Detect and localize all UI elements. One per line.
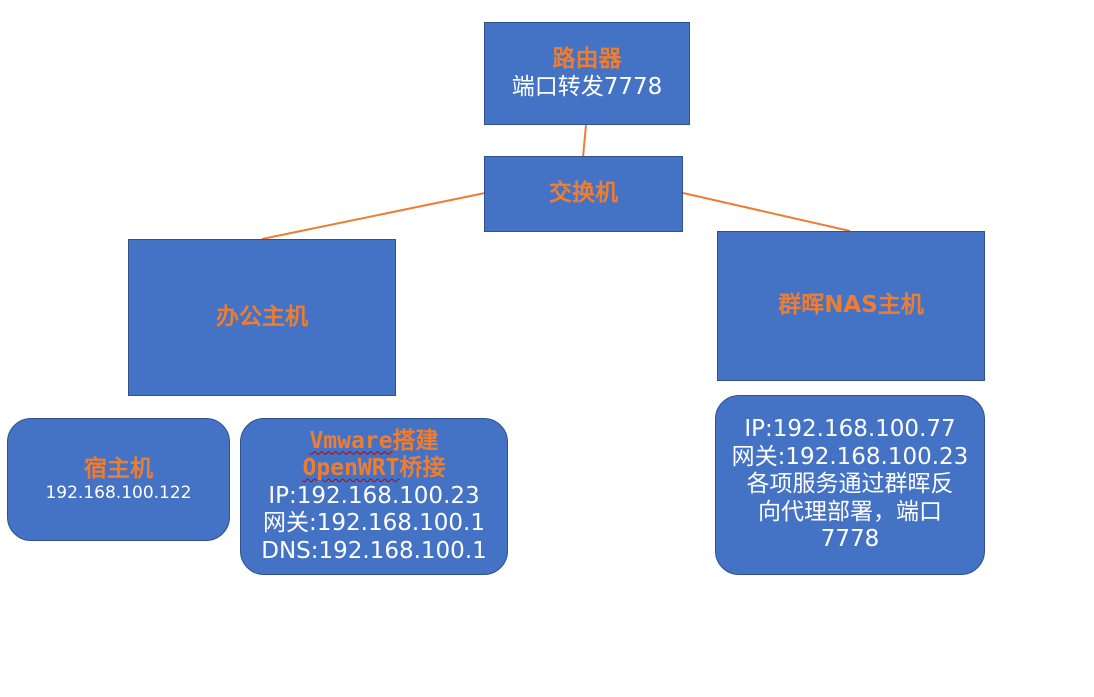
host-machine-node: 宿主机 192.168.100.122 xyxy=(7,418,230,541)
switch-office-line xyxy=(261,192,486,240)
router-port-forward: 端口转发7778 xyxy=(511,73,663,100)
router-node: 路由器 端口转发7778 xyxy=(484,22,690,125)
openwrt-node: Vmware搭建 OpenWRT桥接 IP:192.168.100.23 网关:… xyxy=(240,418,508,575)
office-host-title: 办公主机 xyxy=(216,303,308,330)
nas-info-node: IP:192.168.100.77 网关:192.168.100.23 各项服务… xyxy=(715,395,985,575)
nas-desc-line1: 各项服务通过群晖反 xyxy=(746,471,954,498)
nas-host-title: 群晖NAS主机 xyxy=(778,292,924,319)
nas-gateway: 网关:192.168.100.23 xyxy=(731,443,969,470)
openwrt-title-vmware: Vmware xyxy=(309,427,393,454)
nas-ip: IP:192.168.100.77 xyxy=(744,416,956,443)
host-machine-ip: 192.168.100.122 xyxy=(45,483,192,504)
office-host-node: 办公主机 xyxy=(128,239,396,396)
switch-title: 交换机 xyxy=(549,180,618,207)
openwrt-ip: IP:192.168.100.23 xyxy=(268,482,480,509)
openwrt-title-openwrt: OpenWRT xyxy=(302,455,400,482)
switch-node: 交换机 xyxy=(484,156,683,232)
host-machine-title: 宿主机 xyxy=(84,455,153,482)
router-switch-line xyxy=(582,124,587,158)
openwrt-gateway: 网关:192.168.100.1 xyxy=(262,510,485,537)
nas-host-node: 群晖NAS主机 xyxy=(717,231,985,381)
router-title: 路由器 xyxy=(552,45,622,72)
openwrt-title-build: 搭建 xyxy=(392,427,439,454)
openwrt-title-line1: Vmware搭建 xyxy=(309,428,438,456)
nas-desc-line3: 7778 xyxy=(820,526,880,553)
openwrt-dns: DNS:192.168.100.1 xyxy=(261,537,487,564)
switch-nas-line xyxy=(682,192,851,232)
nas-desc-line2: 向代理部署，端口 xyxy=(758,498,942,525)
openwrt-title-line2: OpenWRT桥接 xyxy=(303,455,446,483)
openwrt-title-bridge: 桥接 xyxy=(399,455,446,482)
